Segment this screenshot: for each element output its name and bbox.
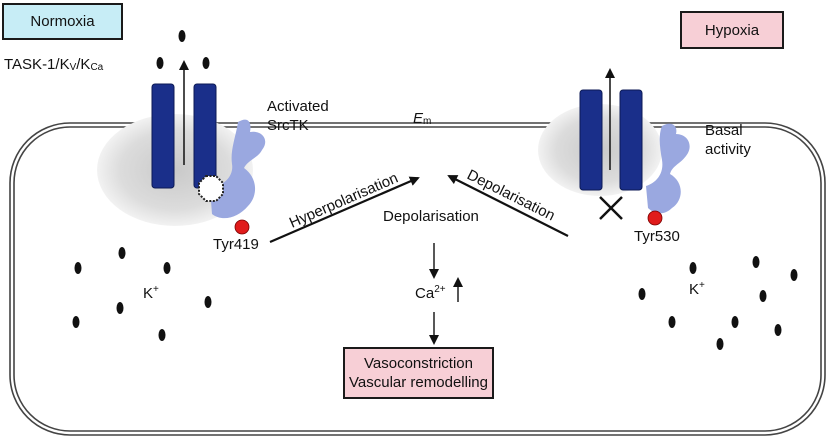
em-letter: E xyxy=(413,110,424,127)
activated-line-2: SrcTK xyxy=(267,117,309,134)
outcome-box: Vasoconstriction Vascular remodelling xyxy=(343,347,494,399)
hyperpolarisation-arrow xyxy=(269,176,420,244)
channel-left-pillar-2 xyxy=(193,83,217,189)
depolarisation-arrow xyxy=(447,175,569,237)
normoxia-box: Normoxia xyxy=(2,3,123,40)
k-ion-dot xyxy=(204,296,212,308)
cell-membrane-outer xyxy=(9,122,826,436)
k-ion-dot xyxy=(716,338,724,350)
basal-line-1: Basal xyxy=(705,122,743,139)
tyr530-label: Tyr530 xyxy=(634,228,680,245)
channel-right-pillar-2 xyxy=(619,89,643,191)
channel-right-pillar-1 xyxy=(579,89,603,191)
channel-label-kv-sub: V xyxy=(69,62,77,73)
k-ion-dot xyxy=(163,262,171,274)
k-right-charge: + xyxy=(699,280,705,291)
hypoxia-box: Hypoxia xyxy=(680,11,784,49)
depolarisation-center-label: Depolarisation xyxy=(383,208,479,225)
channel-left-pillar-1 xyxy=(151,83,175,189)
channel-label-sep: /K xyxy=(76,56,91,73)
k-left-charge: + xyxy=(153,284,159,295)
k-ion-dot xyxy=(72,316,80,328)
outcome-line-1: Vasoconstriction xyxy=(364,355,473,372)
k-ion-dot xyxy=(116,302,124,314)
basal-line-2: activity xyxy=(705,141,751,158)
srctk-right-shape xyxy=(646,123,690,214)
k-ion-dot xyxy=(774,324,782,336)
x-mark-icon xyxy=(599,196,623,220)
basal-activity-label: Basal activity xyxy=(705,121,751,159)
calcium-label: Ca2+ xyxy=(415,284,446,302)
activated-line-1: Activated xyxy=(267,98,329,115)
hypoxia-label: Hypoxia xyxy=(704,21,760,39)
k-ion-dot xyxy=(759,290,767,302)
octagon-icon xyxy=(198,175,224,202)
k-right-label: K+ xyxy=(689,280,705,298)
k-ion-dot xyxy=(790,269,798,281)
outcome-line-2: Vascular remodelling xyxy=(349,374,488,391)
k-ion-dot xyxy=(156,57,164,69)
k-left-label: K+ xyxy=(143,284,159,302)
em-label: Em xyxy=(413,110,431,127)
k-ion-dot xyxy=(668,316,676,328)
k-ion-dot xyxy=(158,329,166,341)
em-sub: m xyxy=(423,116,432,127)
k-ion-dot xyxy=(118,247,126,259)
k-right-symbol: K xyxy=(689,281,700,298)
tyr419-dot xyxy=(234,219,250,235)
srctk-left-shape xyxy=(210,119,266,219)
channel-label-kca-sub: Ca xyxy=(90,62,104,73)
calcium-charge: 2+ xyxy=(434,284,446,295)
tyr530-dot xyxy=(647,210,663,226)
cell-membrane-inner xyxy=(13,126,822,432)
channel-label-prefix: TASK-1/K xyxy=(4,56,70,73)
k-ion-dot xyxy=(178,30,186,42)
channel-types-label: TASK-1/KV/KCa xyxy=(4,56,103,73)
k-ion-dot xyxy=(731,316,739,328)
calcium-symbol: Ca xyxy=(415,285,435,302)
k-left-symbol: K xyxy=(143,285,154,302)
k-ion-dot xyxy=(752,256,760,268)
k-ion-dot xyxy=(689,262,697,274)
k-ion-dot xyxy=(202,57,210,69)
k-ion-dot xyxy=(638,288,646,300)
tyr419-label: Tyr419 xyxy=(213,236,259,253)
activated-srctk-label: Activated SrcTK xyxy=(267,97,329,135)
normoxia-label: Normoxia xyxy=(30,13,95,30)
k-ion-dot xyxy=(74,262,82,274)
